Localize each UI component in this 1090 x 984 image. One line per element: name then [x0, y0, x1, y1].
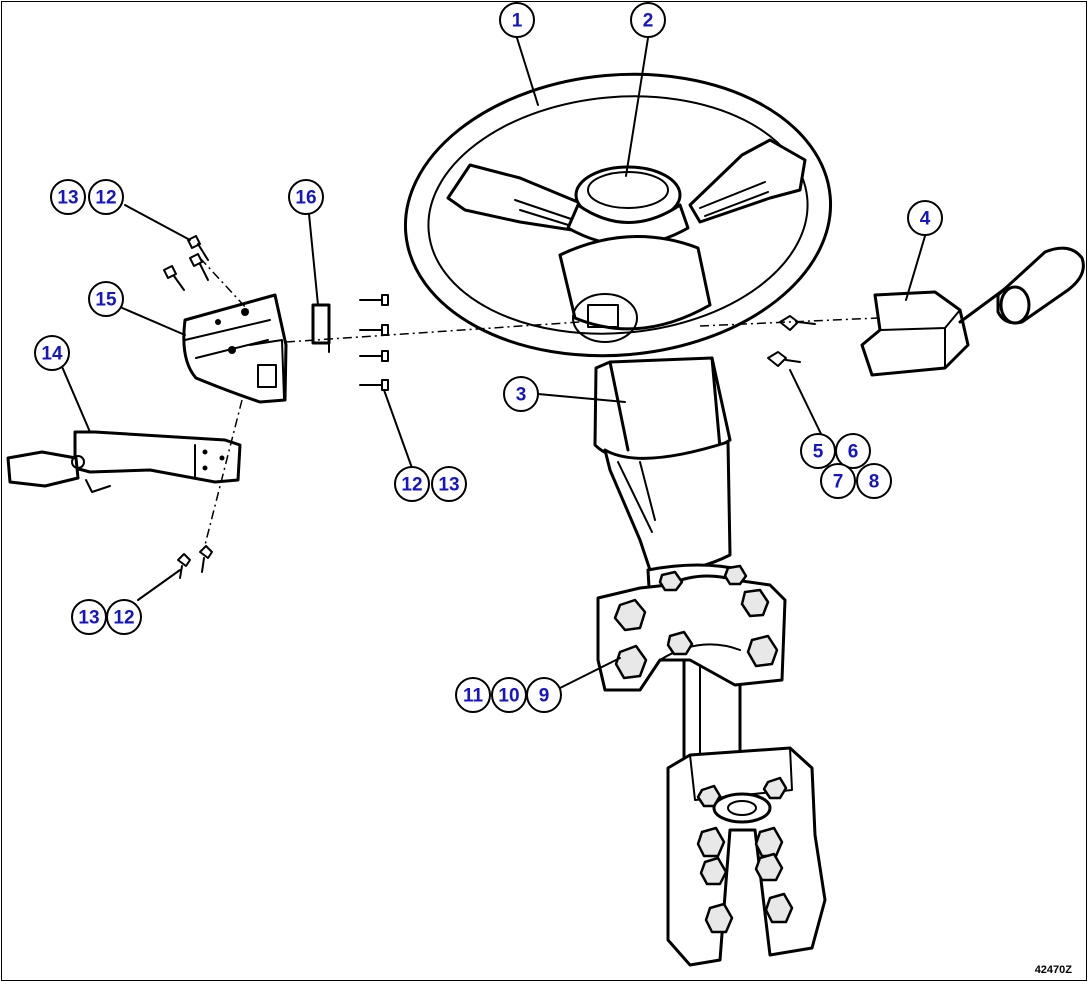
svg-text:13: 13: [438, 475, 459, 496]
svg-text:16: 16: [295, 188, 316, 209]
drawing-id: 42470Z: [1034, 964, 1072, 976]
callout-9: 9: [526, 677, 562, 713]
svg-text:11: 11: [463, 686, 484, 707]
callout-14: 14: [34, 335, 70, 371]
callout-5: 5: [800, 433, 836, 469]
svg-text:12: 12: [95, 188, 116, 209]
svg-text:7: 7: [833, 472, 844, 493]
callout-4: 4: [907, 200, 943, 236]
callout-8: 8: [856, 463, 892, 499]
cover-plate: [311, 303, 331, 353]
svg-text:9: 9: [539, 686, 550, 707]
callout-12-bottom: 12: [106, 599, 142, 635]
mounting-bracket: [596, 564, 787, 692]
svg-text:1: 1: [512, 11, 523, 32]
svg-text:10: 10: [498, 686, 519, 707]
callout-3: 3: [503, 376, 539, 412]
right-lever-switch: [860, 246, 1085, 377]
svg-text:5: 5: [813, 442, 824, 463]
svg-text:13: 13: [78, 608, 99, 629]
callout-7: 7: [820, 463, 856, 499]
callout-6: 6: [835, 433, 871, 469]
svg-text:13: 13: [57, 188, 78, 209]
callout-2: 2: [630, 2, 666, 38]
callout-10: 10: [491, 677, 527, 713]
switch-cover: [182, 293, 288, 404]
svg-text:4: 4: [920, 209, 931, 230]
callout-12-middle: 12: [394, 466, 430, 502]
svg-text:12: 12: [113, 608, 134, 629]
left-lever-switch: [6, 430, 242, 493]
callout-16: 16: [288, 179, 324, 215]
svg-text:12: 12: [401, 475, 422, 496]
svg-text:6: 6: [848, 442, 859, 463]
callout-13-bottom: 13: [71, 599, 107, 635]
alignment-lines: [199, 257, 879, 546]
callout-13-top: 13: [50, 179, 86, 215]
callout-11: 11: [455, 677, 491, 713]
svg-text:3: 3: [516, 385, 527, 406]
svg-text:8: 8: [869, 472, 880, 493]
svg-text:2: 2: [643, 11, 654, 32]
steering-wheel: [403, 72, 833, 358]
callout-15: 15: [88, 281, 124, 317]
callout-13-middle: 13: [431, 466, 467, 502]
pedestal-bracket: [666, 746, 827, 967]
leader-lines: [59, 37, 926, 689]
callout-1: 1: [499, 2, 535, 38]
steering-column: [558, 235, 744, 782]
callout-12-top: 12: [88, 179, 124, 215]
svg-text:14: 14: [41, 344, 63, 365]
svg-text:15: 15: [95, 290, 117, 311]
